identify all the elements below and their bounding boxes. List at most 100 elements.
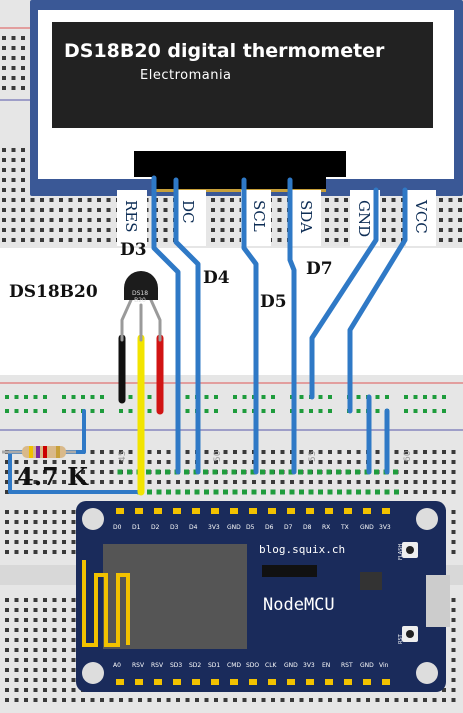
breadboard-hole: [280, 698, 285, 702]
rail-hole: [423, 409, 427, 413]
breadboard-hole: [21, 86, 25, 90]
breadboard-hole: [413, 490, 418, 494]
breadboard-hole: [442, 470, 446, 474]
breadboard-hole: [451, 668, 456, 672]
breadboard-hole: [223, 450, 228, 454]
nodemcu-top-pin-d1-label: D1: [132, 524, 141, 531]
breadboard-hole: [21, 218, 25, 222]
rail-hole: [204, 395, 209, 399]
resistor-value: 4.7 K: [17, 462, 88, 491]
regulator: [360, 572, 382, 590]
breadboard-hole: [325, 208, 329, 212]
breadboard-hole: [5, 470, 9, 474]
header-pin: [192, 679, 200, 685]
breadboard-hole: [204, 450, 209, 454]
nodemcu-top-pin-d4-label: D4: [189, 524, 198, 531]
breadboard-hole: [62, 460, 66, 464]
breadboard-hole: [128, 698, 133, 702]
connected-hole: [117, 469, 123, 475]
connected-hole: [270, 489, 276, 495]
breadboard-hole: [21, 56, 25, 60]
breadboard-hole: [62, 480, 66, 484]
header-pin: [230, 508, 238, 514]
breadboard-hole: [33, 658, 38, 662]
breadboard-hole: [337, 450, 342, 454]
breadboard-hole: [62, 598, 66, 602]
nodemcu-bottom-pin-gnd-label: GND: [284, 662, 298, 669]
breadboard-hole: [230, 198, 234, 202]
breadboard-hole: [163, 238, 168, 242]
breadboard-hole: [52, 608, 57, 612]
breadboard-hole: [21, 188, 25, 192]
nodemcu-top-pin-d3-label: D3: [170, 524, 179, 531]
breadboard-hole: [344, 238, 348, 242]
rail-hole: [33, 395, 38, 399]
nodemcu-top-pin-d8-label: D8: [303, 524, 312, 531]
breadboard-hole: [451, 490, 456, 494]
breadboard-hole: [423, 470, 427, 474]
breadboard-hole: [277, 208, 282, 212]
breadboard-hole: [347, 480, 351, 484]
breadboard-hole: [14, 470, 19, 474]
breadboard-hole: [43, 480, 47, 484]
breadboard-hole: [78, 218, 82, 222]
header-pin: [249, 679, 257, 685]
resistor-band: [43, 446, 47, 458]
breadboard-hole: [33, 668, 38, 672]
header-pin: [135, 679, 143, 685]
breadboard-hole: [404, 450, 408, 454]
breadboard-hole: [14, 628, 19, 632]
breadboard-hole: [43, 658, 47, 662]
breadboard-hole: [382, 218, 386, 222]
connected-hole: [375, 489, 380, 495]
breadboard-hole: [309, 698, 313, 702]
nodemcu-top-pin-3v3-label: 3V3: [208, 524, 220, 531]
breadboard-hole: [97, 238, 101, 242]
connected-hole: [232, 489, 238, 495]
mounting-hole: [416, 662, 438, 684]
breadboard-hole: [404, 460, 408, 464]
connected-hole: [251, 489, 257, 495]
mounting-hole: [82, 508, 104, 530]
breadboard-hole: [11, 178, 16, 182]
breadboard-hole: [81, 460, 85, 464]
breadboard-hole: [439, 208, 443, 212]
header-pin: [173, 508, 181, 514]
nodemcu-bottom-pin-3v3-label: 3V3: [303, 662, 315, 669]
breadboard-hole: [442, 688, 446, 692]
rst-button-cap: [406, 630, 414, 638]
breadboard-hole: [14, 530, 19, 534]
breadboard-hole: [318, 480, 323, 484]
nodemcu-top-pin-gnd-label: GND: [227, 524, 241, 531]
breadboard-hole: [451, 598, 456, 602]
breadboard-hole: [68, 228, 73, 232]
oled-pin-dc-label: DC: [179, 200, 197, 224]
breadboard-hole: [11, 76, 16, 80]
rail-hole: [442, 395, 446, 399]
nodemcu-bottom-pin-sd2-label: SD2: [189, 662, 202, 669]
breadboard-hole: [271, 480, 275, 484]
rail-hole: [328, 409, 332, 413]
breadboard-hole: [2, 56, 6, 60]
connected-hole: [146, 469, 151, 475]
breadboard-hole: [261, 450, 266, 454]
breadboard-hole: [442, 698, 446, 702]
resistor-band: [56, 446, 60, 458]
sensor-label: DS18B20: [9, 282, 98, 302]
breadboard-hole: [30, 238, 35, 242]
breadboard-hole: [78, 198, 82, 202]
breadboard-hole: [344, 218, 348, 222]
breadboard-hole: [211, 218, 215, 222]
breadboard-hole: [442, 480, 446, 484]
breadboard-hole: [11, 158, 16, 162]
connected-hole: [289, 489, 295, 495]
breadboard-hole: [458, 218, 462, 222]
breadboard-hole: [14, 678, 19, 682]
breadboard-hole: [366, 480, 370, 484]
rail-hole: [432, 409, 437, 413]
connected-hole: [203, 469, 208, 475]
breadboard-hole: [33, 618, 38, 622]
breadboard-hole: [451, 678, 456, 682]
